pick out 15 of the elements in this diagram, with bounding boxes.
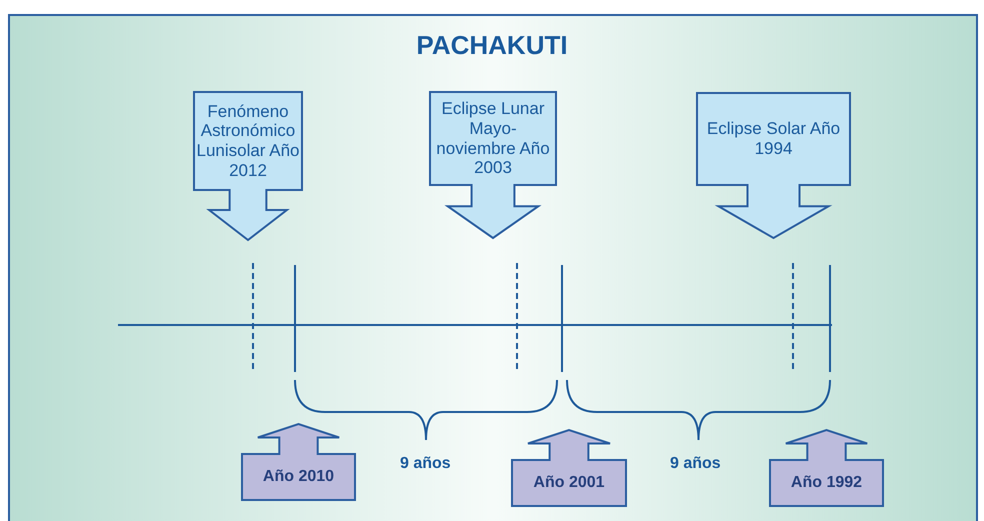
callout-text: Fenómeno Astronómico Lunisolar Año 2012 [195,102,301,180]
callout-text: Año 2010 [262,468,334,486]
up-arrow-callout [242,424,355,500]
title: PACHAKUTI [415,30,569,61]
down-arrow-callout [430,92,556,238]
up-arrow-callout [770,430,883,506]
interval-label: 9 años [400,455,451,473]
callout-text: Año 2001 [533,474,605,492]
down-arrow-callout [697,93,850,238]
interval-label: 9 años [670,455,721,473]
callout-text: Año 1992 [790,474,862,492]
down-arrow-callout [194,92,302,240]
callout-text: Eclipse Lunar Mayo-noviembre Año 2003 [435,99,551,178]
callout-text: Eclipse Solar Año 1994 [706,119,842,159]
up-arrow-callout [512,430,626,506]
